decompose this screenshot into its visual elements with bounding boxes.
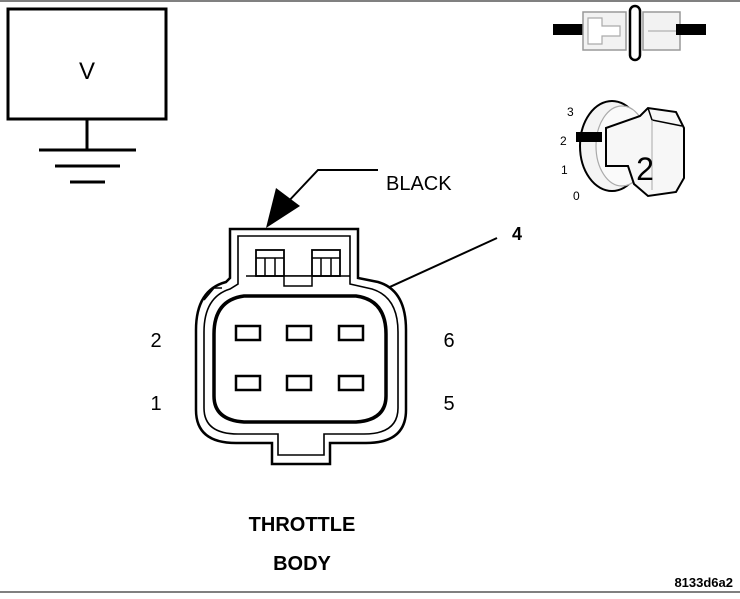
pin-cavity xyxy=(337,324,365,342)
key-position-label: 3 xyxy=(567,105,574,119)
connector-disconnected-icon xyxy=(553,4,706,62)
key-position-label: 2 xyxy=(560,134,567,148)
highlighted-pin-label: 4 xyxy=(512,224,522,244)
connector-name-line1: THROTTLE xyxy=(249,514,356,536)
selected-position-marker xyxy=(576,132,602,142)
voltmeter-symbol: V xyxy=(6,7,168,184)
key-position-label: 1 xyxy=(561,163,568,177)
pin-cavity xyxy=(234,374,262,392)
connector-housing-inner xyxy=(203,235,399,456)
key-selected-position: 2 xyxy=(636,151,654,187)
pin-cavity-area xyxy=(212,294,388,424)
meter-label: V xyxy=(79,58,95,85)
pin-cavity xyxy=(234,324,262,342)
connector-name-line2: BODY xyxy=(273,553,331,575)
pin-number-label: 6 xyxy=(443,330,454,352)
figure-id: 8133d6a2 xyxy=(674,575,733,590)
pin-cavity xyxy=(285,374,313,392)
connector-latch xyxy=(246,249,350,287)
key-position-label: 0 xyxy=(573,189,580,203)
pin-number-label: 2 xyxy=(150,330,161,352)
meter-box xyxy=(6,7,168,121)
ground-icon xyxy=(39,148,136,184)
pin-number-label: 1 xyxy=(150,393,161,415)
connector-color-label: BLACK xyxy=(386,173,452,195)
pin-cavity xyxy=(285,324,313,342)
ignition-key-icon: 3 2 1 0 2 xyxy=(560,100,685,203)
connector-face xyxy=(194,227,408,466)
pin-cavity xyxy=(337,374,365,392)
pin-number-label: 5 xyxy=(443,393,454,415)
color-pointer-line xyxy=(284,169,378,206)
color-pointer-arrowhead xyxy=(266,188,300,228)
